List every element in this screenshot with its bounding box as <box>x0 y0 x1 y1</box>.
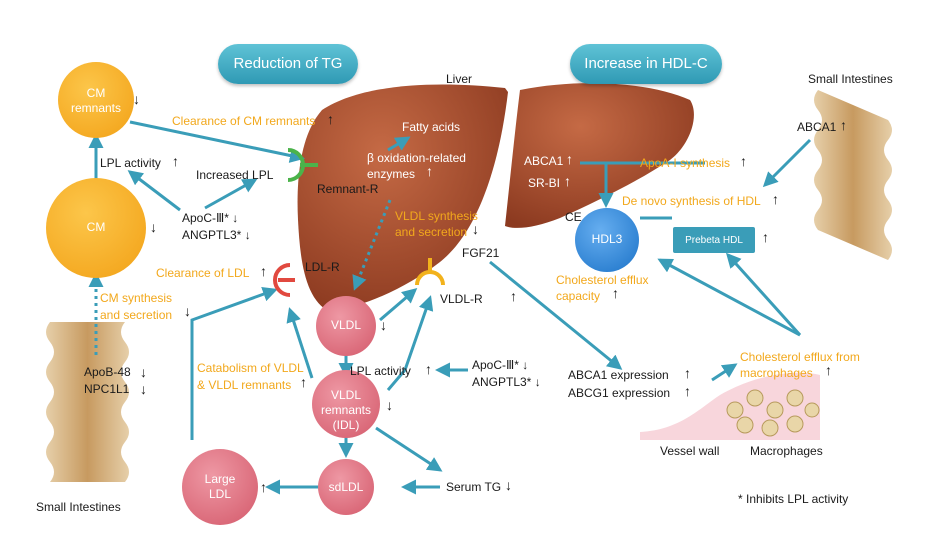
large-ldl-node <box>182 449 258 525</box>
lpl-activity-mid-label: LPL activity <box>350 364 411 378</box>
apob48-npc1l1-trend: ↓ <box>140 364 147 380</box>
cm-remnants-text: CM remnants <box>70 86 122 115</box>
vldl-synthesis-trend: ↓ <box>472 221 479 237</box>
abcg1-expression-label: ABCG1 expression <box>568 386 671 400</box>
increased-lpl-label: Increased LPL <box>196 168 274 182</box>
cm-synthesis-label: CM synthesis and secretion <box>100 291 173 322</box>
vessel-wall-graphic <box>640 372 820 440</box>
abca1-expression-trend: ↑ <box>684 365 691 381</box>
lpl-activity-top-label: LPL activity <box>100 156 161 170</box>
vldl-trend: ↓ <box>380 317 387 333</box>
header-reduction-tg: Reduction of TG <box>218 44 358 84</box>
macrophages-label: Macrophages <box>750 444 823 458</box>
catabolism-label: Catabolism of VLDL & VLDL remnants <box>197 361 304 392</box>
vldl-remnants-trend: ↓ <box>386 397 393 413</box>
vldl-remnants-node <box>312 370 380 438</box>
apoc3-angptl3-right-label: ApoC-Ⅲ* ↓ ANGPTL3* ↓ <box>472 358 541 389</box>
npc1l1-trend: ↓ <box>140 381 147 397</box>
liver-graphic <box>297 83 694 312</box>
abca1-intestine-label: ABCA1 <box>797 120 837 134</box>
beta-oxidation-label: β oxidation-related enzymes <box>367 151 466 181</box>
lpl-activity-top-trend: ↑ <box>172 153 179 169</box>
ldl-receptor <box>273 263 291 297</box>
fatty-acids-label: Fatty acids <box>402 120 461 134</box>
cm-remnants-node <box>58 62 134 138</box>
clearance-ldl-label: Clearance of LDL <box>156 266 250 280</box>
de-novo-hdl-label: De novo synthesis of HDL <box>622 194 761 208</box>
prebeta-hdl-text: Prebeta HDL <box>685 235 743 246</box>
catabolism-trend: ↑ <box>300 374 307 390</box>
serum-tg-label: Serum TG <box>446 480 502 494</box>
small-intestines-left-label: Small Intestines <box>36 500 121 514</box>
cm-remnants-trend: ↓ <box>133 91 140 107</box>
cholesterol-efflux-capacity-label: Cholesterol efflux capacity <box>556 273 649 303</box>
abca1-liver-trend: ↑ <box>566 151 573 167</box>
prebeta-hdl-node <box>673 227 755 253</box>
cholesterol-efflux-macrophages-trend: ↑ <box>825 362 832 378</box>
sdldl-node <box>318 459 374 515</box>
header-increase-hdl: Increase in HDL-C <box>570 44 722 84</box>
footnote: * Inhibits LPL activity <box>738 492 849 506</box>
serum-tg-trend: ↓ <box>505 477 512 493</box>
de-novo-hdl-trend: ↑ <box>772 191 779 207</box>
apob48-npc1l1-label: ApoB-48 NPC1L1 <box>84 365 131 396</box>
clearance-ldl-trend: ↑ <box>260 263 267 279</box>
apoc3-angptl3-left-label: ApoC-Ⅲ* ↓ ANGPTL3* ↓ <box>182 211 251 242</box>
apoa1-synthesis-label: ApoA-I synthesis <box>640 156 731 170</box>
srbi-liver-trend: ↑ <box>564 173 571 189</box>
abca1-liver-label: ABCA1 <box>524 154 564 168</box>
apoa1-synthesis-trend: ↑ <box>740 153 747 169</box>
lpl-activity-mid-trend: ↑ <box>425 361 432 377</box>
clearance-cm-label: Clearance of CM remnants <box>172 114 316 128</box>
small-intestines-right-label: Small Intestines <box>808 72 893 86</box>
cm-node <box>46 178 146 278</box>
vldl-remnants-text: VLDL remnants (IDL) <box>320 388 372 432</box>
cm-trend: ↓ <box>150 219 157 235</box>
vldl-r-label: VLDL-R <box>440 292 483 306</box>
clearance-cm-trend: ↑ <box>327 111 334 127</box>
vldl-r-trend: ↑ <box>510 288 517 304</box>
abca1-intestine-trend: ↑ <box>840 117 847 133</box>
ldl-r-label: LDL-R <box>305 260 340 274</box>
fgf21-label: FGF21 <box>462 246 500 260</box>
vldl-synthesis-label: VLDL synthesis and secretion <box>395 209 478 239</box>
small-intestine-right-graphic <box>814 90 892 260</box>
ce-label: CE <box>565 210 582 224</box>
vldl-node <box>316 296 376 356</box>
cm-synthesis-trend: ↓ <box>184 303 191 319</box>
srbi-liver-label: SR-BI <box>528 176 561 190</box>
large-ldl-trend: ↑ <box>260 479 267 495</box>
abca1-expression-label: ABCA1 expression <box>568 368 669 382</box>
hdl3-node <box>575 208 639 272</box>
sdldl-text: sdLDL <box>328 480 364 494</box>
prebeta-hdl-trend: ↑ <box>762 229 769 245</box>
beta-oxidation-trend: ↑ <box>426 163 433 179</box>
large-ldl-text: Large LDL <box>204 472 236 501</box>
vldl-text: VLDL <box>330 318 362 332</box>
liver-label: Liver <box>446 72 473 86</box>
cholesterol-efflux-macrophages-label: Cholesterol efflux from macrophages <box>740 350 860 380</box>
abcg1-expression-trend: ↑ <box>684 383 691 399</box>
vldl-receptor <box>415 270 445 286</box>
cm-text: CM <box>86 220 106 234</box>
vessel-wall-label: Vessel wall <box>660 444 720 458</box>
cholesterol-efflux-capacity-trend: ↑ <box>612 285 619 301</box>
small-intestine-left-graphic <box>46 322 129 482</box>
hdl3-text: HDL3 <box>591 232 623 246</box>
remnant-r-label: Remnant-R <box>317 182 379 196</box>
